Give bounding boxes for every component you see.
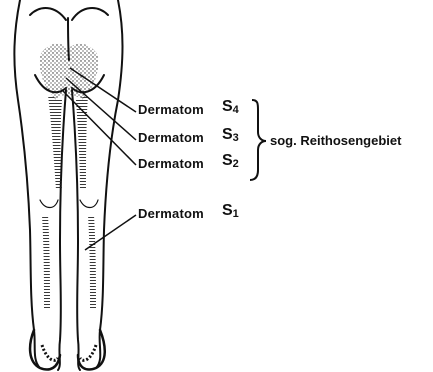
segment-s3: S3 — [222, 126, 239, 144]
label-dermatom-s1: Dermatom — [138, 206, 204, 221]
group-label: sog. Reithosengebiet — [270, 133, 401, 148]
segment-s2: S2 — [222, 152, 239, 170]
leader-s2 — [62, 90, 136, 165]
leader-s3 — [66, 78, 136, 140]
segment-s4: S4 — [222, 98, 239, 116]
label-dermatom-s3: Dermatom — [138, 130, 204, 145]
label-dermatom-s4: Dermatom — [138, 102, 204, 117]
label-dermatom-s2: Dermatom — [138, 156, 204, 171]
segment-s1: S1 — [222, 202, 239, 220]
group-brace — [250, 100, 266, 180]
